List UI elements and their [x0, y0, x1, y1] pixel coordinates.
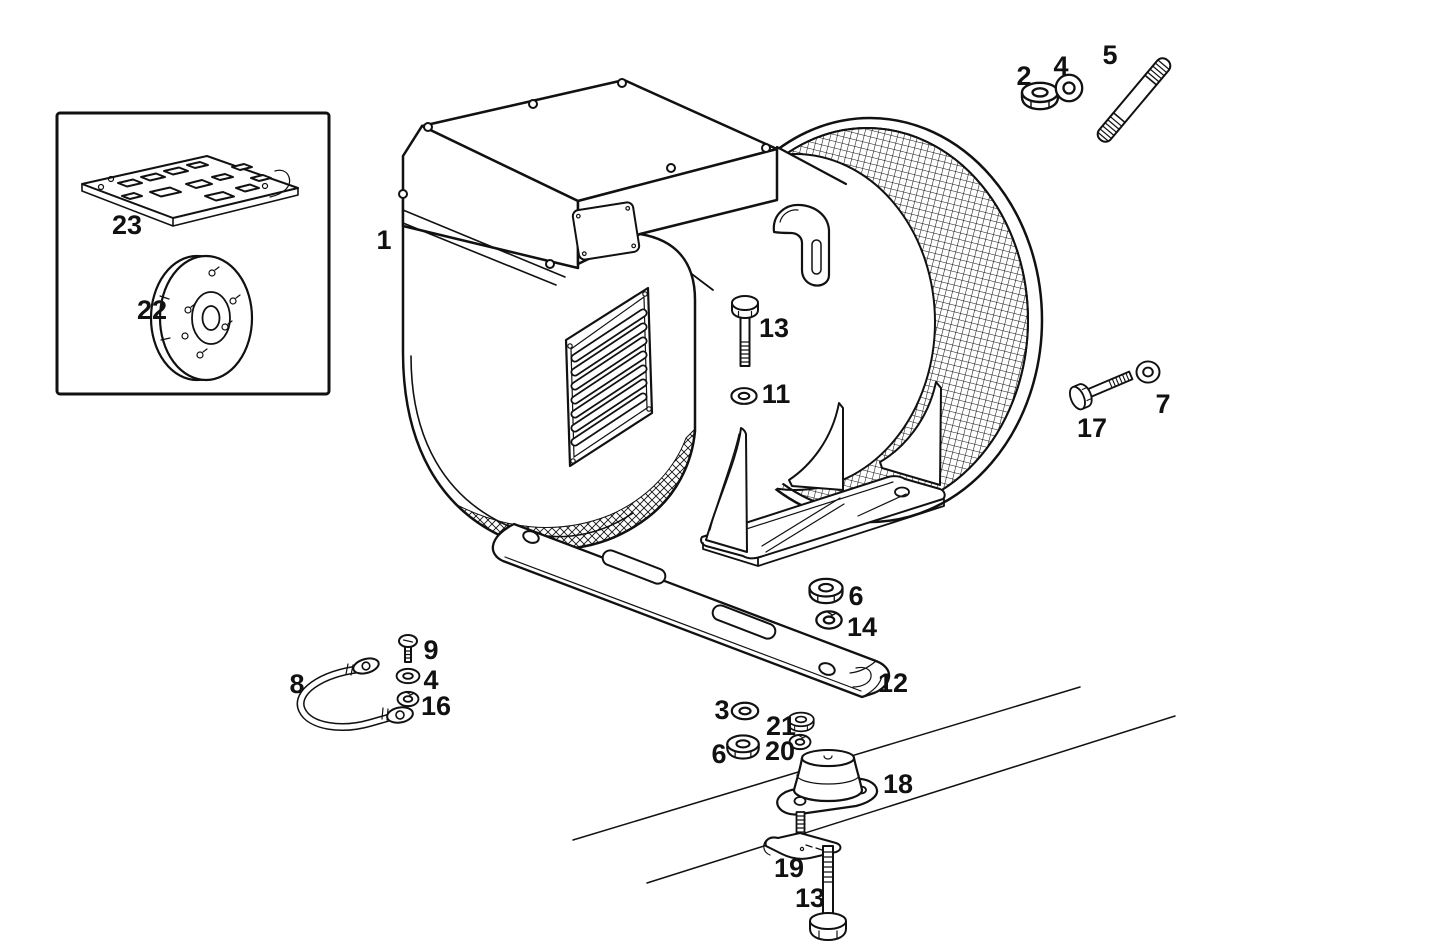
louver-slats	[570, 308, 648, 447]
part-label-16-lock-washer: 16	[421, 691, 451, 721]
part-label-14-lock-washer: 14	[847, 612, 877, 642]
part-label-13-hex-bolt: 13	[759, 313, 789, 343]
threaded-stud-5	[1096, 57, 1172, 143]
vibration-mount-18	[776, 749, 879, 816]
hex-nut-6-lower	[726, 734, 760, 760]
flat-washer-7	[1135, 360, 1161, 384]
lock-washer-14	[815, 610, 843, 630]
part-label-2-hex-nut: 2	[1016, 61, 1031, 91]
terminal-box	[398, 78, 779, 286]
hex-bolt-17	[1065, 363, 1137, 413]
part-label-7-flat-washer: 7	[1155, 389, 1170, 419]
part-label-4-flat-washer: 4	[1053, 51, 1068, 81]
hex-nut-6-upper	[808, 577, 844, 605]
part-label-3-flat-washer: 3	[714, 695, 729, 725]
id-plate	[571, 201, 641, 261]
part-label-13-hex-bolt: 13	[795, 883, 825, 913]
lifting-hook	[772, 203, 831, 287]
part-label-6-hex-nut: 6	[711, 739, 726, 769]
part-label-22-adapter-disc: 22	[137, 295, 167, 325]
regulator-board-23	[81, 155, 299, 227]
part-label-8-ground-strap: 8	[289, 669, 304, 699]
ground-strap-8	[296, 657, 414, 731]
louver-panel	[564, 286, 654, 468]
flat-washer-3	[730, 701, 760, 721]
adapter-disc-22	[149, 254, 254, 382]
hex-bolt-13-bottom	[809, 845, 847, 941]
part-label-6-hex-nut: 6	[848, 581, 863, 611]
part-label-23-regulator-board: 23	[112, 210, 142, 240]
part-label-1-generator-body: 1	[376, 225, 391, 255]
part-label-11-flat-washer: 11	[762, 379, 791, 409]
part-label-9-screw: 9	[423, 635, 438, 665]
lock-washer-16	[396, 690, 420, 708]
cover-screws	[398, 78, 771, 269]
screw-9	[398, 634, 418, 663]
part-label-21-hex-nut: 21	[766, 711, 796, 741]
generator-assembly	[398, 78, 1044, 567]
clamp-plate-19	[763, 811, 842, 860]
part-label-17-hex-bolt: 17	[1077, 413, 1107, 443]
part-label-4-flat-washer: 4	[423, 665, 438, 695]
part-label-19-clamp-plate: 19	[774, 853, 804, 883]
mounting-rail-12	[491, 522, 891, 699]
part-label-12-mounting-rail: 12	[878, 668, 908, 698]
inset-panel	[55, 111, 331, 396]
part-label-5-threaded-stud: 5	[1102, 40, 1117, 70]
part-label-18-vibration-mount: 18	[883, 769, 913, 799]
foot-bracket	[700, 381, 946, 567]
part-label-20-lock-washer: 20	[765, 736, 795, 766]
flat-washer-4-lower	[395, 667, 421, 685]
flat-washer-11	[730, 387, 758, 405]
